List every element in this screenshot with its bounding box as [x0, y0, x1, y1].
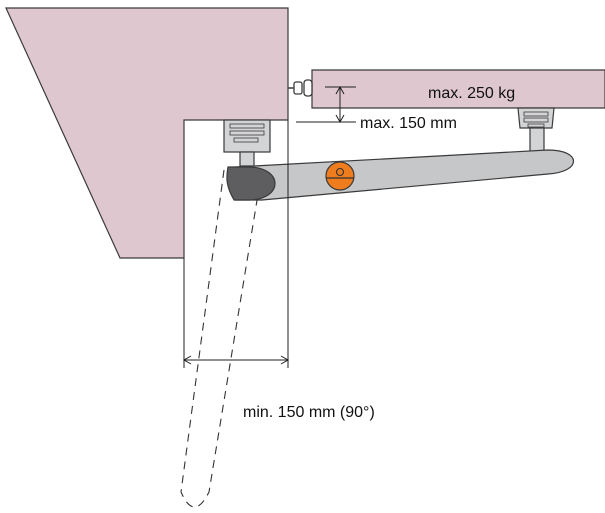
max-offset-label: max. 150 mm: [360, 115, 457, 132]
operator-arm-tip: [226, 166, 276, 201]
release-key-icon: [325, 161, 355, 191]
gate-bracket: [517, 107, 555, 153]
min-clearance-label: min. 150 mm (90°): [243, 404, 375, 421]
operator-arm: [235, 149, 575, 201]
pillar: [5, 7, 289, 259]
gate-hinge: [288, 79, 313, 97]
clearance-dimension: [182, 120, 290, 368]
arm-swing-path: [180, 169, 263, 508]
max-weight-label: max. 250 kg: [428, 85, 515, 102]
pillar-bracket: [223, 119, 271, 167]
offset-dimension: [296, 85, 356, 124]
